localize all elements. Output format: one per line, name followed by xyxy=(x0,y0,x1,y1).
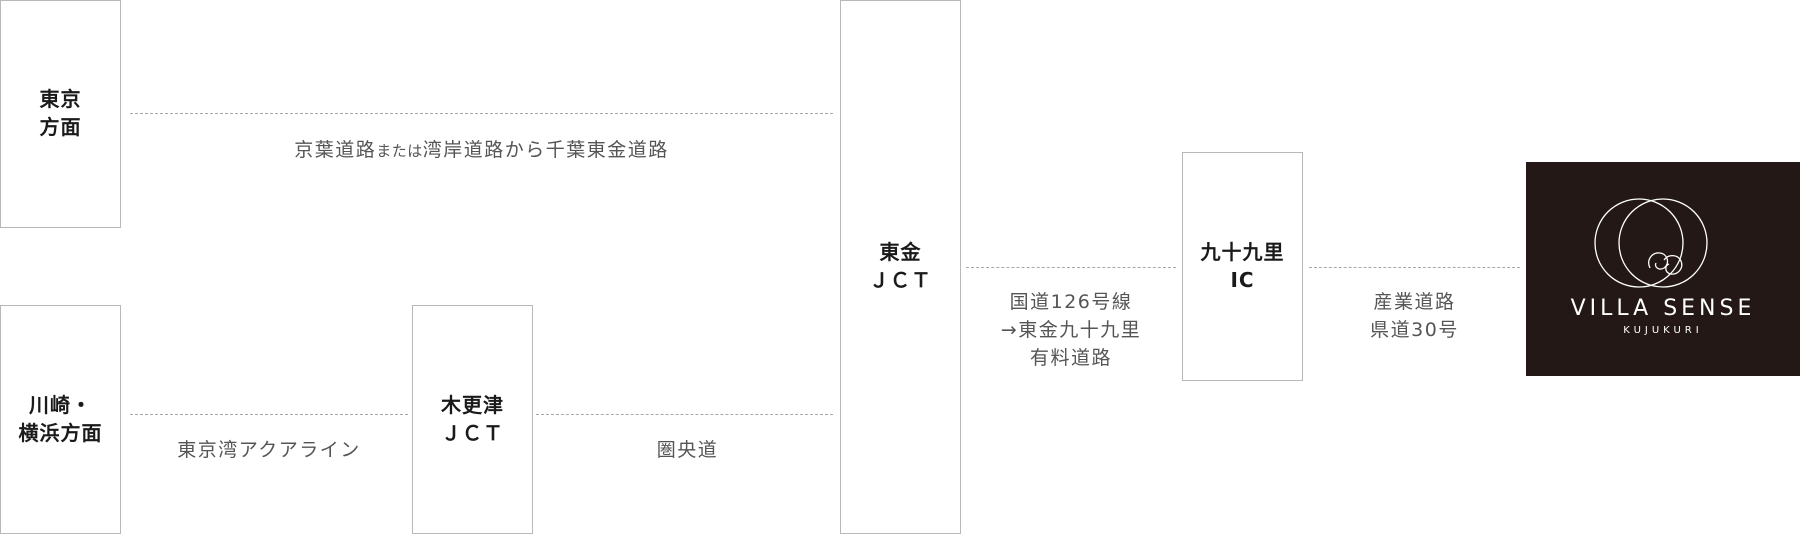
node-kujukuri-label: 九十九里 IC xyxy=(1200,239,1285,292)
node-kisarazu-label: 木更津 ＪＣＴ xyxy=(441,392,504,445)
villa-sense-name: VILLA SENSE xyxy=(1570,296,1756,321)
node-togane-label: 東金 ＪＣＴ xyxy=(869,240,932,292)
node-tokyo-label: 東京 方面 xyxy=(39,87,82,139)
villa-sense-subname: KUJUKURI xyxy=(1623,325,1703,336)
node-togane-jct: 東金 ＪＣＴ xyxy=(840,0,961,534)
node-kisarazu-jct: 木更津 ＪＣＴ xyxy=(412,305,533,534)
route-label-ken-o: 圏央道 xyxy=(656,439,719,461)
connector-kisarazu-togane xyxy=(536,414,833,415)
villa-sense-emblem-icon xyxy=(1594,198,1708,288)
route-keiyo-or: または xyxy=(376,142,423,160)
connector-kujukuri-villa xyxy=(1309,267,1520,268)
route-label-keiyo: 京葉道路または湾岸道路から千葉東金道路 xyxy=(130,137,833,165)
route-label-aqualine: 東京湾アクアライン xyxy=(177,439,361,461)
route-keiyo-b: 湾岸道路から千葉東金道路 xyxy=(422,139,669,161)
villa-sense-logo: VILLA SENSE KUJUKURI xyxy=(1526,162,1800,376)
route-label-national-126: 国道126号線 →東金九十九里 有料道路 xyxy=(1000,291,1142,369)
node-kawasaki-label: 川崎・ 横浜方面 xyxy=(18,392,103,445)
node-kujukuri-ic: 九十九里 IC xyxy=(1182,152,1303,381)
route-label-sangyo: 産業道路 県道30号 xyxy=(1370,291,1459,341)
connector-tokyo-togane xyxy=(130,113,833,114)
node-kawasaki-yokohama: 川崎・ 横浜方面 xyxy=(0,305,121,534)
connector-togane-kujukuri xyxy=(966,267,1176,268)
node-tokyo: 東京 方面 xyxy=(0,0,121,228)
route-keiyo-a: 京葉道路 xyxy=(294,139,377,161)
connector-kawasaki-kisarazu xyxy=(130,414,408,415)
